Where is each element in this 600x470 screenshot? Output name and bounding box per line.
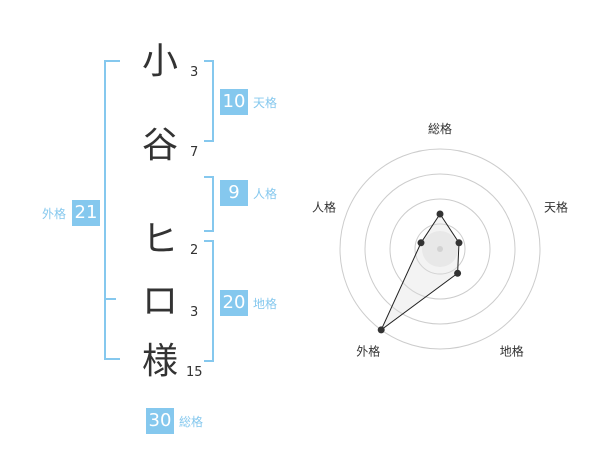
soukaku-label: 総格 [179,415,204,429]
radar-polygon [380,213,460,331]
chikaku-bracket [204,240,214,362]
chikaku-label: 地格 [253,297,278,311]
name-char-5: 様 [141,341,178,382]
radar-axis-label-1: 天格 [544,199,568,214]
name-char-1: 小 [141,41,178,82]
radar-point-2 [454,269,462,277]
jinkaku-bracket [204,176,214,232]
name-char-2: 谷 [141,125,178,166]
jinkaku-value-badge: 9 [220,180,248,206]
radar-point-0 [436,210,444,218]
radar-point-1 [455,239,463,247]
stroke-count-1: 3 [190,65,199,80]
tenkaku-value-badge: 10 [220,89,248,115]
tenkaku-label: 天格 [253,96,278,110]
name-char-4: ロ [141,281,178,322]
jinkaku-label: 人格 [253,187,278,201]
radar-axis-label-3: 外格 [356,344,380,359]
radar-point-4 [417,239,425,247]
stroke-count-4: 3 [190,305,199,320]
radar-point-3 [377,326,385,334]
name-char-3: ヒ [141,219,178,260]
radar-axis-label-0: 総格 [428,121,452,136]
radar-axis-label-2: 地格 [500,344,524,359]
stroke-count-3: 2 [190,243,199,258]
tenkaku-bracket [204,60,214,142]
radar-axis-label-4: 人格 [312,199,336,214]
gaikaku-bracket [104,60,120,360]
gaikaku-bracket-mid [106,298,116,300]
gaikaku-value-badge: 21 [72,200,100,226]
soukaku-value-badge: 30 [146,408,174,434]
radar-center [437,246,443,252]
stroke-count-2: 7 [190,145,199,160]
gaikaku-label: 外格 [42,207,67,221]
chikaku-value-badge: 20 [220,290,248,316]
stroke-count-5: 15 [186,365,203,380]
